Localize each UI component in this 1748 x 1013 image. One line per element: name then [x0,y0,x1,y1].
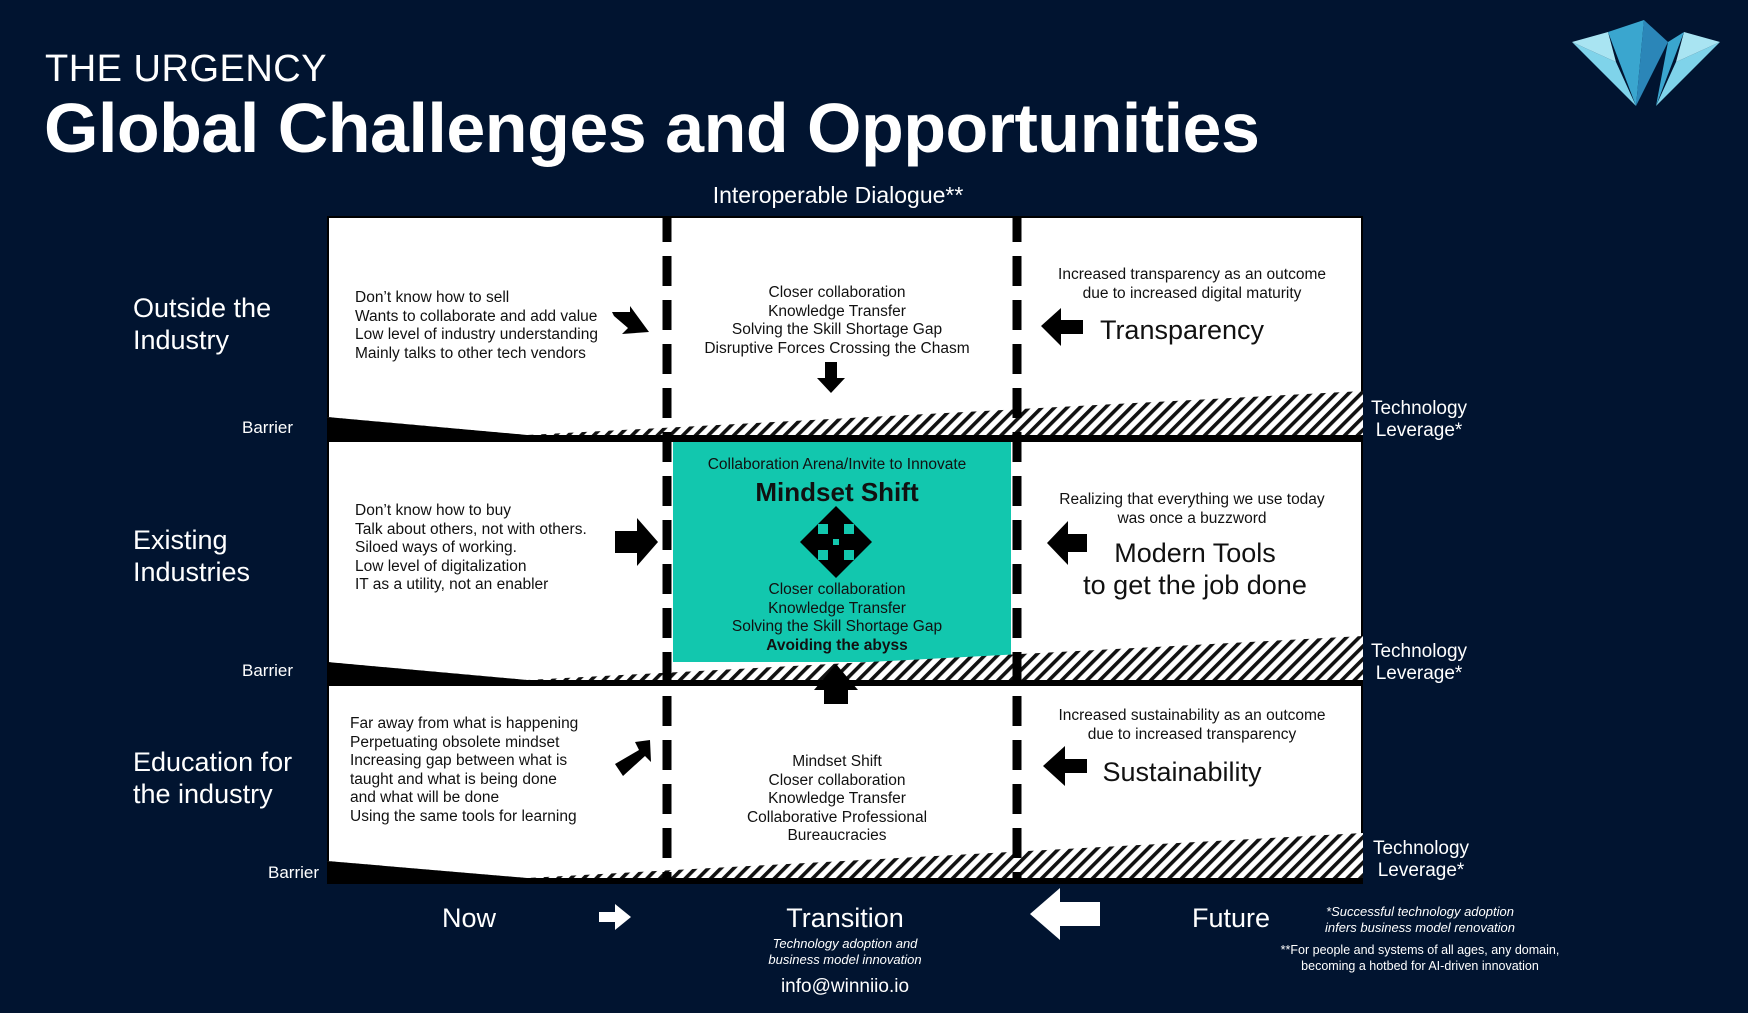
barrier-label-3: Barrier [268,863,320,882]
row2-transition-title: Mindset Shift [755,477,919,507]
row2-now-text: Don’t know how to buy Talk about others,… [355,502,587,593]
timeline-now: Now [442,903,497,933]
row2-transition-text: Closer collaboration Knowledge Transfer … [731,581,943,654]
row1-future-title: Transparency [1099,315,1265,345]
row3-future-title: Sustainability [1102,757,1262,787]
arrow-icon [612,306,649,334]
footnote-dialogue: **For people and systems of all ages, an… [1280,943,1560,973]
row1-transition-text: Closer collaboration Knowledge Transfer … [704,284,970,357]
transition-subtitle: Technology adoption and business model i… [768,936,922,967]
header-kicker: THE URGENCY [45,48,328,90]
row-label-existing-industries: Existing Industries [133,525,251,587]
row1-future-desc: Increased transparency as an outcome due… [1058,266,1326,302]
row3-future-desc: Increased sustainability as an outcome d… [1058,707,1326,743]
row2-future-desc: Realizing that everything we use today w… [1059,491,1325,527]
challenges-diagram [327,216,1363,884]
row-label-outside-industry: Outside the Industry [133,293,272,355]
row3-now-text: Far away from what is happening Perpetua… [350,715,579,825]
winniio-logo [1572,20,1720,106]
footnote-technology: *Successful technology adoption infers b… [1324,904,1516,935]
page-title: Global Challenges and Opportunities [44,89,1260,167]
timeline-transition: Transition [786,903,904,933]
right-arrow-icon [599,904,631,930]
interoperable-dialogue-label: Interoperable Dialogue** [712,182,964,208]
row3-transition-text: Mindset Shift Closer collaboration Knowl… [746,753,928,844]
row2-future-title: Modern Tools to get the job done [1083,538,1307,600]
contact-email[interactable]: info@winniio.io [780,976,910,997]
row2-transition-header: Collaboration Arena/Invite to Innovate [707,456,967,473]
barrier-label-1: Barrier [242,418,294,437]
tech-leverage-label-3: Technology Leverage* [1372,838,1470,881]
tech-leverage-label-2: Technology Leverage* [1370,641,1468,684]
barrier-label-2: Barrier [242,661,294,680]
left-arrow-icon [1030,888,1100,940]
tech-leverage-label-1: Technology Leverage* [1370,398,1468,441]
timeline-future: Future [1192,903,1271,933]
four-way-arrow-icon [800,506,872,578]
row-label-education: Education for the industry [133,747,293,809]
row1-now-text: Don’t know how to sell Wants to collabor… [355,289,598,362]
